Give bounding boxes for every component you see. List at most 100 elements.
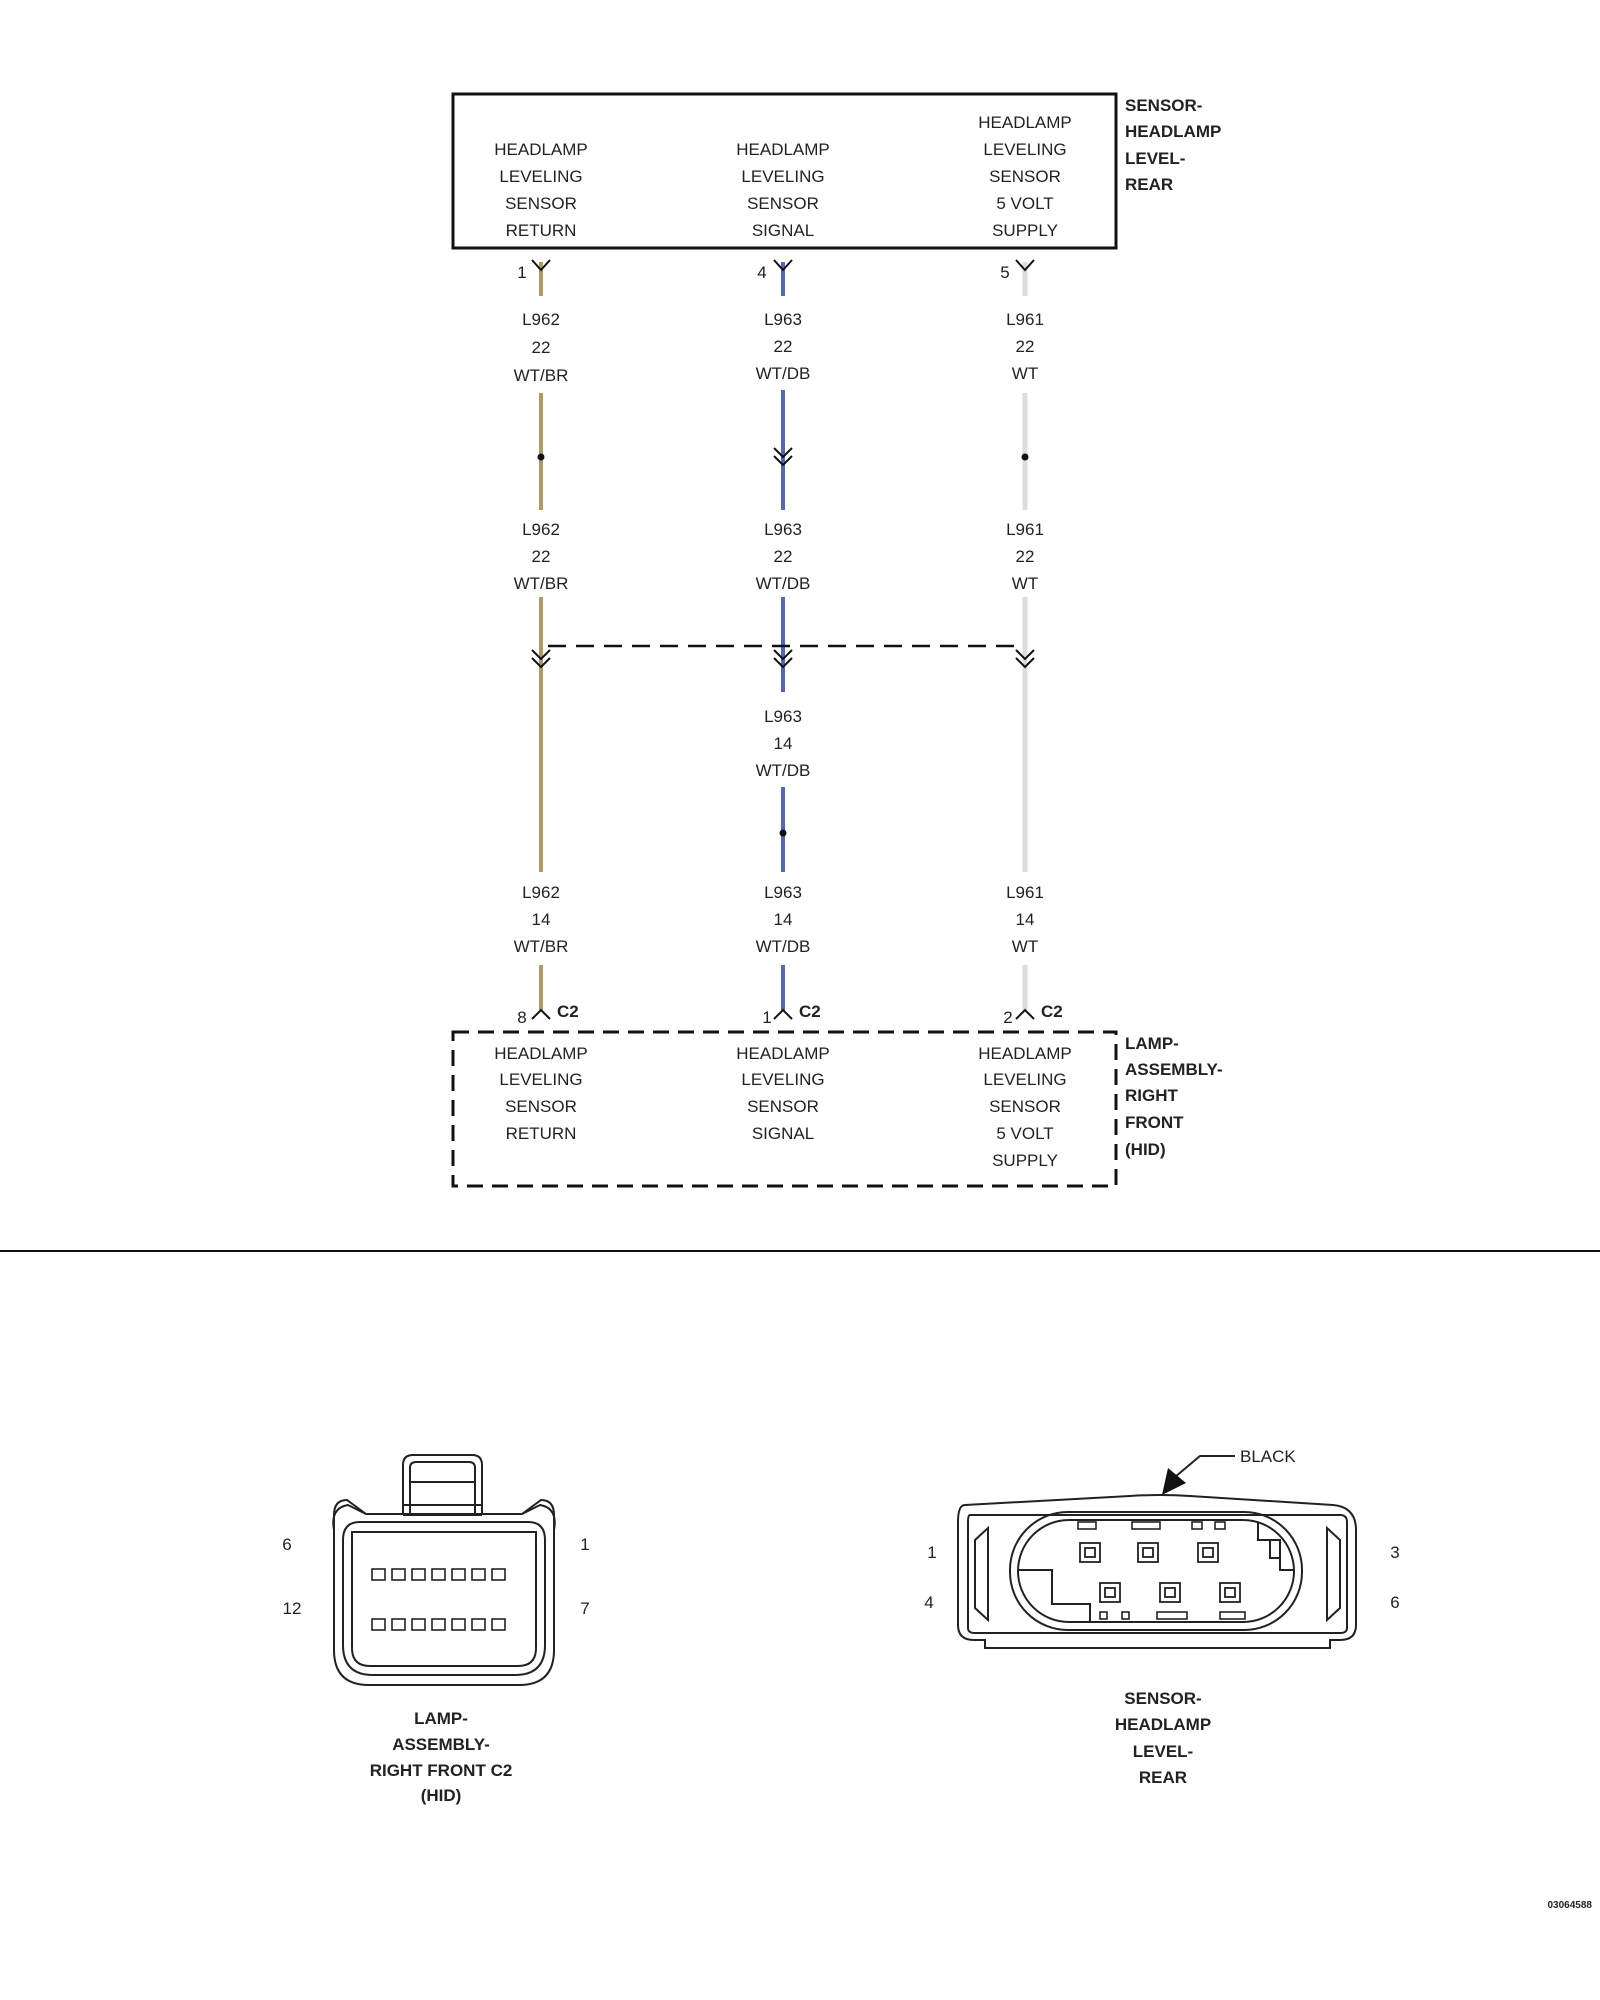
cavity	[451, 1618, 466, 1631]
circuit-label: L961	[1006, 883, 1044, 902]
cavity	[491, 1568, 506, 1581]
circuit-label: L962	[522, 310, 560, 329]
circuit-label: L963	[764, 520, 802, 539]
sensor-name-line: SENSOR-	[1125, 96, 1202, 115]
cavity	[1104, 1587, 1116, 1598]
lamp-pin-func-text: HEADLAMP	[978, 1044, 1072, 1063]
sensor-conn-pin-label: 1	[927, 1543, 936, 1562]
sensor-name-line: REAR	[1125, 175, 1173, 194]
sensor-pin-func-text: SIGNAL	[752, 221, 814, 240]
color-label: WT	[1012, 574, 1038, 593]
lamp-component-name: LAMP- ASSEMBLY- RIGHT FRONT (HID)	[1125, 1034, 1223, 1159]
inline-connector-chevrons	[531, 649, 1035, 669]
circuit-label: L963	[764, 707, 802, 726]
inline-connector-symbol	[773, 447, 793, 467]
female-terminal-symbol	[1015, 259, 1035, 272]
lamp-connector-id: C2	[557, 1002, 579, 1021]
caption-line: SENSOR-	[1124, 1689, 1201, 1708]
gauge-label: 22	[1016, 337, 1035, 356]
color-label: WT	[1012, 937, 1038, 956]
cavity	[1099, 1582, 1121, 1603]
sensor-pin-func-text: SUPPLY	[992, 221, 1058, 240]
sensor-pin-func-text: 5 VOLT	[996, 194, 1053, 213]
lamp-name-line: ASSEMBLY-	[1125, 1060, 1223, 1079]
lamp-pin-func-text: LEVELING	[499, 1070, 582, 1089]
cavity	[1142, 1547, 1154, 1558]
cavity	[471, 1568, 486, 1581]
gauge-label: 22	[774, 547, 793, 566]
cavity	[431, 1618, 446, 1631]
sensor-pin-number: 4	[757, 263, 766, 282]
sensor-pin-func-text: SENSOR	[989, 167, 1061, 186]
sensor-pin-func-text: RETURN	[506, 221, 577, 240]
cavity	[1202, 1547, 1214, 1558]
sensor-pin-func-text: HEADLAMP	[978, 113, 1072, 132]
cavity	[471, 1618, 486, 1631]
sensor-connector-tabs	[1077, 1521, 1246, 1620]
cavity	[1159, 1582, 1181, 1603]
caption-line: RIGHT FRONT C2	[370, 1761, 513, 1780]
lamp-c2-pin-label: 6	[282, 1535, 291, 1554]
wire-labels-segment-1: L962 22 WT/BR L963 22 WT/DB L961 22 WT	[514, 310, 1044, 385]
lamp-c2-cavities	[371, 1568, 506, 1631]
gauge-label: 14	[1016, 910, 1035, 929]
cavity	[411, 1618, 426, 1631]
lamp-pin-func-text: SUPPLY	[992, 1151, 1058, 1170]
color-label: WT/DB	[756, 761, 811, 780]
cavity	[431, 1568, 446, 1581]
lamp-pin-func-text: LEVELING	[741, 1070, 824, 1089]
lamp-connector-symbols	[531, 1008, 1035, 1020]
lamp-pin-functions: HEADLAMP LEVELING SENSOR RETURN HEADLAMP…	[494, 1044, 1072, 1170]
sensor-connector-view	[957, 1494, 1357, 1649]
lamp-pin-func-text: SENSOR	[505, 1097, 577, 1116]
sensor-pin-func-text: LEVELING	[983, 140, 1066, 159]
lamp-c2-pin-label: 12	[283, 1599, 302, 1618]
sensor-pin-func-text: LEVELING	[499, 167, 582, 186]
cavity	[491, 1618, 506, 1631]
gauge-label: 14	[774, 734, 793, 753]
color-label: WT/BR	[514, 574, 569, 593]
lamp-pin-func-text: HEADLAMP	[494, 1044, 588, 1063]
female-terminal-symbol	[531, 259, 551, 272]
cavity	[371, 1568, 386, 1581]
caption-line: (HID)	[421, 1786, 462, 1805]
color-label: WT/BR	[514, 366, 569, 385]
gauge-label: 14	[774, 910, 793, 929]
sensor-pin-func-text: SENSOR	[505, 194, 577, 213]
sensor-conn-pin-label: 3	[1390, 1543, 1399, 1562]
cavity	[371, 1618, 386, 1631]
cavity	[391, 1568, 406, 1581]
caption-line: REAR	[1139, 1768, 1187, 1787]
lamp-pin-number: 8	[517, 1008, 526, 1027]
lamp-pin-number: 1	[762, 1008, 771, 1027]
sensor-connector-symbols	[531, 259, 1035, 272]
sensor-color-leader	[1162, 1455, 1235, 1495]
wire-labels-segment-2: L962 22 WT/BR L963 22 WT/DB L961 22 WT	[514, 520, 1044, 593]
sensor-pin-func-text: HEADLAMP	[494, 140, 588, 159]
lamp-pin-func-text: LEVELING	[983, 1070, 1066, 1089]
wire-labels-segment-3: L963 14 WT/DB	[756, 707, 811, 780]
caption-line: LEVEL-	[1133, 1742, 1193, 1761]
circuit-label: L963	[764, 310, 802, 329]
color-label: WT/DB	[756, 364, 811, 383]
cavity	[1197, 1542, 1219, 1563]
cavity	[451, 1568, 466, 1581]
wire-labels-segment-final: L962 14 WT/BR L963 14 WT/DB L961 14 WT	[514, 883, 1044, 956]
gauge-label: 22	[774, 337, 793, 356]
lamp-pin-func-text: SENSOR	[989, 1097, 1061, 1116]
lamp-name-line: LAMP-	[1125, 1034, 1179, 1053]
splice-dot	[537, 453, 545, 461]
lamp-pin-func-text: HEADLAMP	[736, 1044, 830, 1063]
splice-dot	[1021, 453, 1029, 461]
circuit-label: L962	[522, 883, 560, 902]
gauge-label: 22	[532, 547, 551, 566]
splice-dot	[779, 829, 787, 837]
lamp-name-line: FRONT	[1125, 1113, 1184, 1132]
cavity	[1137, 1542, 1159, 1563]
arrow-head-icon	[1162, 1468, 1186, 1495]
cavity	[1084, 1547, 1096, 1558]
sensor-pin-number: 5	[1000, 263, 1009, 282]
cavity	[1164, 1587, 1176, 1598]
male-terminal-symbol	[531, 1008, 551, 1020]
